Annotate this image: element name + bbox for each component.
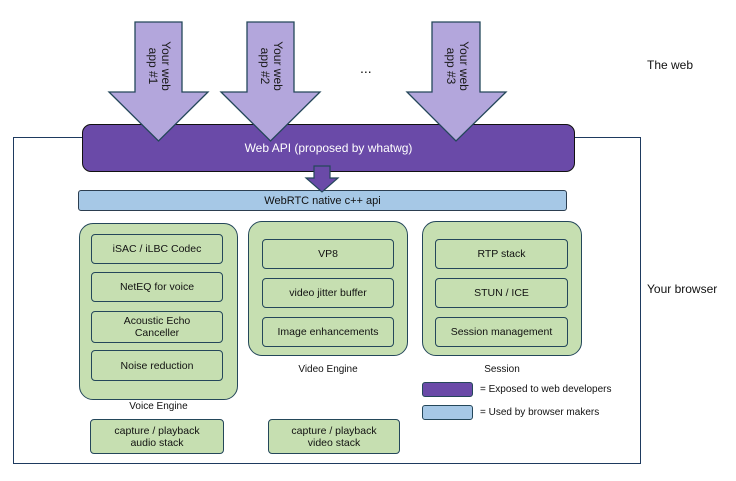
voice-component: iSAC / iLBC Codec bbox=[91, 234, 223, 264]
app-1-arrow bbox=[107, 21, 210, 142]
video-component: Image enhancements bbox=[262, 317, 394, 347]
video-engine-box: VP8 video jitter buffer Image enhancemen… bbox=[248, 221, 408, 356]
ellipsis: ... bbox=[360, 60, 372, 76]
voice-engine-box: iSAC / iLBC Codec NetEQ for voice Acoust… bbox=[79, 223, 238, 400]
capture-video-stack: capture / playback video stack bbox=[268, 419, 400, 454]
api-down-arrow bbox=[304, 165, 340, 193]
voice-component: Noise reduction bbox=[91, 350, 223, 381]
web-api-bar: Web API (proposed by whatwg) bbox=[82, 124, 575, 172]
legend-browser-text: = Used by browser makers bbox=[480, 407, 600, 418]
session-component: RTP stack bbox=[435, 239, 568, 269]
app-2-label: Your web app #2 bbox=[258, 41, 285, 91]
app-2-arrow bbox=[219, 21, 322, 142]
legend-exposed-text: = Exposed to web developers bbox=[480, 384, 612, 395]
session-box: RTP stack STUN / ICE Session management bbox=[422, 221, 582, 356]
web-api-label: Web API (proposed by whatwg) bbox=[244, 141, 413, 155]
app-3-label: Your web app #3 bbox=[444, 41, 471, 91]
voice-component: Acoustic Echo Canceller bbox=[91, 311, 223, 343]
app-3-arrow bbox=[405, 21, 508, 142]
browser-label: Your browser bbox=[647, 282, 718, 296]
app-1-label: Your web app #1 bbox=[146, 41, 173, 91]
session-label: Session bbox=[484, 364, 520, 375]
video-engine-label: Video Engine bbox=[298, 364, 358, 375]
native-api-label: WebRTC native c++ api bbox=[264, 194, 381, 207]
video-component: video jitter buffer bbox=[262, 278, 394, 308]
video-component: VP8 bbox=[262, 239, 394, 269]
session-component: STUN / ICE bbox=[435, 278, 568, 308]
voice-component: NetEQ for voice bbox=[91, 272, 223, 302]
voice-engine-label: Voice Engine bbox=[129, 401, 188, 412]
legend-swatch-browser bbox=[422, 405, 473, 420]
capture-audio-stack: capture / playback audio stack bbox=[90, 419, 224, 454]
legend-swatch-exposed bbox=[422, 382, 473, 397]
session-component: Session management bbox=[435, 317, 568, 347]
web-label: The web bbox=[647, 58, 694, 72]
